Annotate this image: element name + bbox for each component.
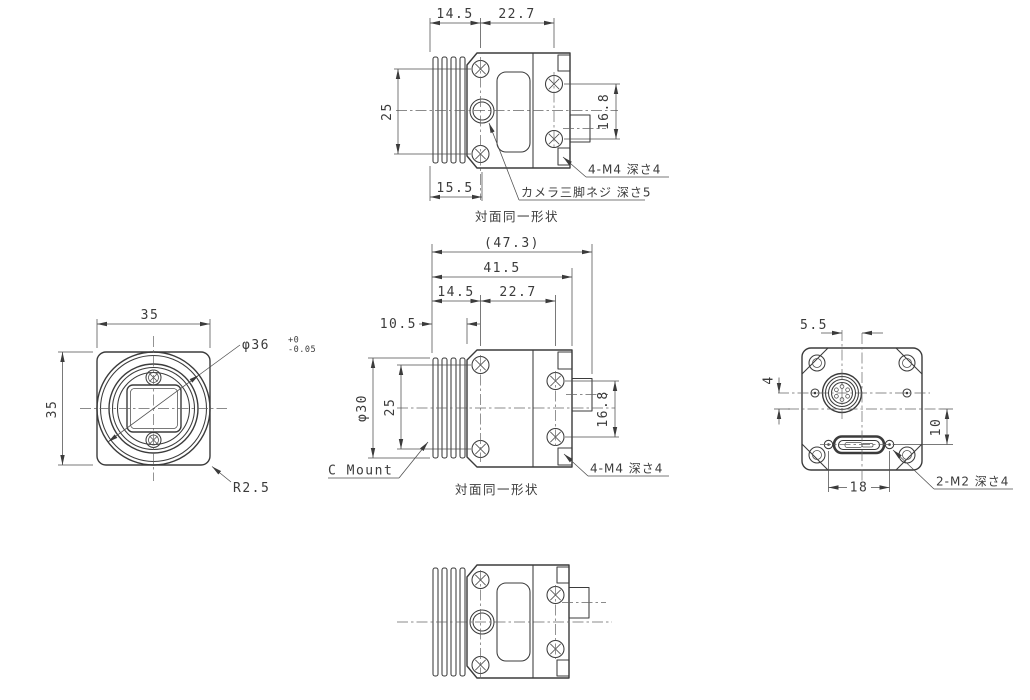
dim-mount-dia: φ36 [242,338,270,353]
dim-mount-tol-lower: -0.05 [288,345,316,355]
dim-side-rear-screw-pitch: 16.8 [596,390,611,427]
corner-screw [898,354,916,372]
caption-side-view: 対面同一形状 [455,482,539,497]
corner-tab [556,566,570,584]
dim-top-front: 14.5 [436,7,473,22]
corner-chamfer [895,347,923,375]
bottom-view [397,564,612,680]
caption-top-view: 対面同一形状 [475,209,559,224]
camera-body-outline [466,349,573,468]
dim-side-screw-pitch: 25 [383,398,398,417]
dim-top-screw-pitch: 25 [380,102,395,121]
camera-body-outline [466,564,570,679]
label-recess [496,71,531,153]
label-rear-m2: 2-M2 深さ4 [936,475,1009,489]
dim-corner-radius: R2.5 [233,481,270,496]
dim-front-height: 35 [45,400,60,419]
corner-tab [557,147,571,166]
corner-screw [898,446,916,464]
dim-top-rear: 22.7 [498,7,535,22]
corner-screw [808,354,826,372]
label-top-tripod: カメラ三脚ネジ 深さ5 [521,185,651,200]
label-side-m4: 4-M4 深さ4 [590,462,663,476]
corner-tab [557,447,573,466]
corner-tab [556,659,570,677]
rear-view: 5.5 4 10 18 2-M2 深さ4 [762,318,1013,496]
dim-side-lens-dia: φ30 [355,394,370,422]
dim-side-rear: 22.7 [499,285,536,300]
top-view: 14.5 22.7 25 16.8 15.5 4-M4 深さ4 カメラ三脚ネジ … [380,7,669,224]
dim-rear-m2-pitch: 18 [850,481,869,496]
corner-chamfer [801,347,829,375]
camera-body-outline [466,52,571,169]
label-cmount: C Mount [328,464,393,479]
corner-chamfer [801,443,829,471]
dim-mount-tol-upper: +0 [288,336,299,346]
front-view: φ36 +0 -0.05 35 35 R2.5 [45,308,316,496]
dim-top-tripod-offset: 15.5 [436,181,473,196]
dim-side-flange: 10.5 [380,317,417,332]
corner-screw [808,446,826,464]
lens-thread-fins [432,56,466,164]
dim-top-rear-screw-pitch: 16.8 [597,93,612,130]
tripod-screw-hole [469,98,495,124]
dim-side-overall: (47.3) [484,236,540,251]
corner-tab [557,351,573,370]
dim-side-body: 41.5 [483,261,520,276]
dim-front-width: 35 [141,308,160,323]
dim-rear-conn-offset-h: 5.5 [800,318,828,333]
dim-side-front: 14.5 [437,285,474,300]
label-top-m4: 4-M4 深さ4 [588,163,661,177]
corner-tab [557,54,571,72]
side-view: (47.3) 41.5 14.5 22.7 10.5 φ30 25 16.8 C… [328,236,669,497]
dim-rear-conn-offset-v: 4 [762,375,777,384]
dim-rear-usb-offset: 10 [929,418,944,437]
corner-chamfer [895,443,923,471]
